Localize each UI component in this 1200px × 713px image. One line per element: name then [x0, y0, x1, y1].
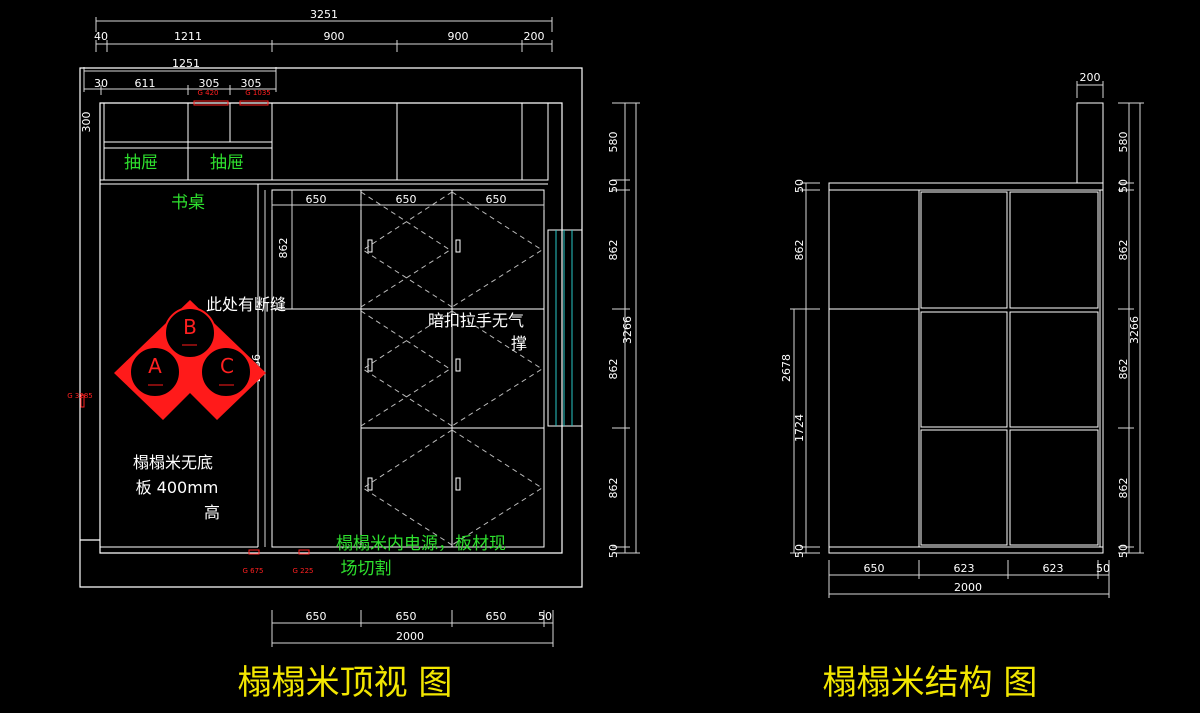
lift-label-c: C: [220, 354, 234, 378]
left-view-bottom-dims: [271, 610, 554, 647]
dim-50-right-left-a: 50: [793, 179, 806, 193]
lift-table-symbol: [114, 300, 266, 420]
upper-cabinets: [100, 102, 549, 185]
red-marks: [80, 100, 310, 555]
left-top-dimensions: [83, 17, 553, 95]
dim-862-inner: 862: [277, 238, 290, 259]
left-view-title: 榻榻米顶视 图: [238, 663, 453, 703]
right-view-title: 榻榻米结构 图: [823, 663, 1038, 703]
dim-200: 200: [524, 30, 545, 43]
top-column: [1076, 102, 1104, 184]
dim-862-right-a: 862: [1117, 240, 1130, 261]
wardrobe: [100, 184, 545, 548]
left-view-right-dims: [612, 102, 640, 554]
dim-50-right-a: 50: [1117, 179, 1130, 193]
right-view-left-dims: [790, 182, 820, 554]
inner-dimension-lines: [264, 190, 545, 547]
label-tatami-no-bottom-2: 板 400mm: [136, 478, 219, 497]
dim-900-b: 900: [448, 30, 469, 43]
dim-862-right-b: 862: [1117, 359, 1130, 380]
dim-1211: 1211: [174, 30, 202, 43]
dim-bottom-650-3: 650: [486, 610, 507, 623]
dim-580-right: 580: [1117, 132, 1130, 153]
structure-frame: [828, 182, 1104, 554]
mark-g675: G 675: [242, 567, 263, 575]
dim-650-w2: 650: [396, 193, 417, 206]
dim-30: 30: [94, 77, 108, 90]
dim-862-right-left: 862: [793, 240, 806, 261]
dim-862-left-a: 862: [607, 240, 620, 261]
mark-g1035: G 1035: [245, 89, 270, 97]
label-drawer-2: 抽屉: [210, 153, 244, 173]
dim-1251: 1251: [172, 57, 200, 70]
dim-bottom-650-2: 650: [396, 610, 417, 623]
dim-900-a: 900: [324, 30, 345, 43]
dim-611: 611: [135, 77, 156, 90]
dim-bottom-50: 50: [538, 610, 552, 623]
dim-650-w1: 650: [306, 193, 327, 206]
dim-40: 40: [94, 30, 108, 43]
dim-862-left-c: 862: [607, 478, 620, 499]
dim-right-650: 650: [864, 562, 885, 575]
left-view: 3251 40 1211 900 900 200 1251 30 611 305…: [67, 8, 640, 703]
dim-right-50: 50: [1096, 562, 1110, 575]
right-view: 200 50 862 1724 50: [780, 71, 1144, 703]
dim-right-623-b: 623: [1043, 562, 1064, 575]
dim-bottom-650-1: 650: [306, 610, 327, 623]
dim-50-right-b: 50: [1117, 544, 1130, 558]
label-power-line1: 榻榻米内电源，板材现: [336, 534, 506, 554]
dim-305-a: 305: [199, 77, 220, 90]
dim-bottom-2000: 2000: [396, 630, 424, 643]
right-view-bottom-dims: [828, 560, 1110, 598]
dim-right-623-a: 623: [954, 562, 975, 575]
label-desk: 书桌: [171, 193, 205, 213]
dim-3266-right: 3266: [1128, 316, 1141, 344]
dim-50-right-left-b: 50: [793, 544, 806, 558]
dim-1724: 1724: [793, 414, 806, 442]
dim-862-left-b: 862: [607, 359, 620, 380]
lift-label-b: B: [183, 315, 197, 339]
dim-862-right-c: 862: [1117, 478, 1130, 499]
top-column-dim: [1076, 81, 1104, 98]
label-hidden-handle-1: 暗扣拉手无气: [428, 311, 524, 330]
dim-300: 300: [80, 112, 93, 133]
dim-3266-left: 3266: [621, 316, 634, 344]
label-power-line2: 场切割: [341, 559, 392, 579]
dim-305-b: 305: [241, 77, 262, 90]
right-view-right-dims: [1118, 102, 1144, 554]
window-lines: [547, 229, 583, 427]
label-drawer-1: 抽屉: [124, 153, 158, 173]
dim-50-left-b: 50: [607, 544, 620, 558]
dim-650-w3: 650: [486, 193, 507, 206]
label-tatami-no-bottom-1: 榻榻米无底: [133, 453, 213, 472]
mark-g225: G 225: [292, 567, 313, 575]
dim-2678: 2678: [780, 354, 793, 382]
label-gap-note: 此处有断缝: [206, 295, 286, 314]
label-tatami-no-bottom-3: 高: [204, 503, 220, 522]
label-hidden-handle-2: 撑: [511, 334, 527, 353]
dim-50-left-a: 50: [607, 179, 620, 193]
dim-3251: 3251: [310, 8, 338, 21]
mark-g420: G 420: [197, 89, 218, 97]
dim-200-right: 200: [1080, 71, 1101, 84]
lift-label-a: A: [148, 354, 162, 378]
dim-right-2000: 2000: [954, 581, 982, 594]
mark-g3285: G 3285: [67, 392, 92, 400]
dim-580-left: 580: [607, 132, 620, 153]
